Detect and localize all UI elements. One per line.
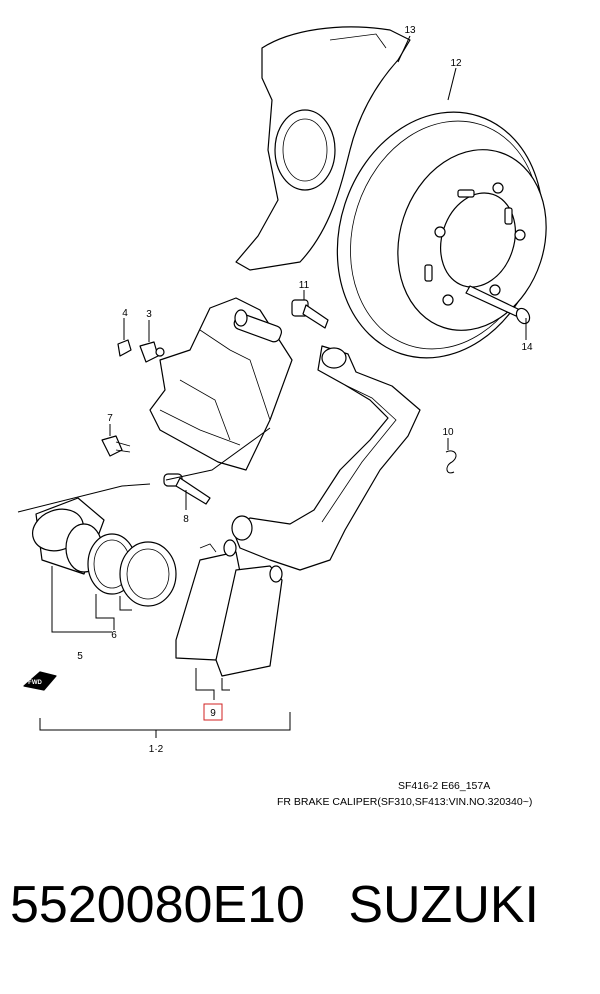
leader-lines	[17, 35, 527, 738]
callout-6: 6	[111, 630, 117, 641]
callout-9: 9	[210, 708, 216, 719]
bleeder-part-7	[101, 435, 131, 457]
piston-part-5	[32, 497, 105, 575]
part-number: 5520080E10	[10, 876, 305, 934]
part-number-heading: 5520080E10 SUZUKI	[10, 875, 539, 935]
drawing-ref: SF416-2 E66_157A	[398, 780, 490, 792]
callout-1-2: 1·2	[149, 744, 164, 755]
callout-13: 13	[404, 25, 416, 36]
clip-part-10	[445, 450, 457, 474]
callout-11: 11	[299, 280, 310, 291]
brake-pad-part-9	[175, 539, 283, 677]
callout-9-box	[203, 703, 223, 721]
callout-10: 10	[442, 427, 454, 438]
caliper-body	[149, 297, 293, 471]
fwd-label: FWD	[28, 680, 42, 686]
callout-5: 5	[77, 651, 83, 662]
callout-4: 4	[122, 308, 128, 319]
callout-3: 3	[146, 309, 152, 320]
bolt-part-11	[291, 299, 329, 329]
callout-14: 14	[521, 342, 533, 353]
dust-shield-part-13	[235, 26, 411, 271]
callout-8: 8	[183, 514, 189, 525]
cap-part-4	[117, 339, 132, 357]
callout-12: 12	[450, 58, 462, 69]
caliper-bracket	[231, 345, 421, 571]
bleeder-part-3	[139, 341, 165, 363]
seal-part-6	[87, 533, 177, 607]
forward-arrow: FWD	[23, 671, 57, 691]
guide-pin-part-8	[163, 473, 211, 505]
callout-7: 7	[107, 413, 113, 424]
brand-name: SUZUKI	[348, 876, 539, 934]
diagram-caption: FR BRAKE CALIPER(SF310,SF413:VIN.NO.3203…	[277, 796, 532, 808]
